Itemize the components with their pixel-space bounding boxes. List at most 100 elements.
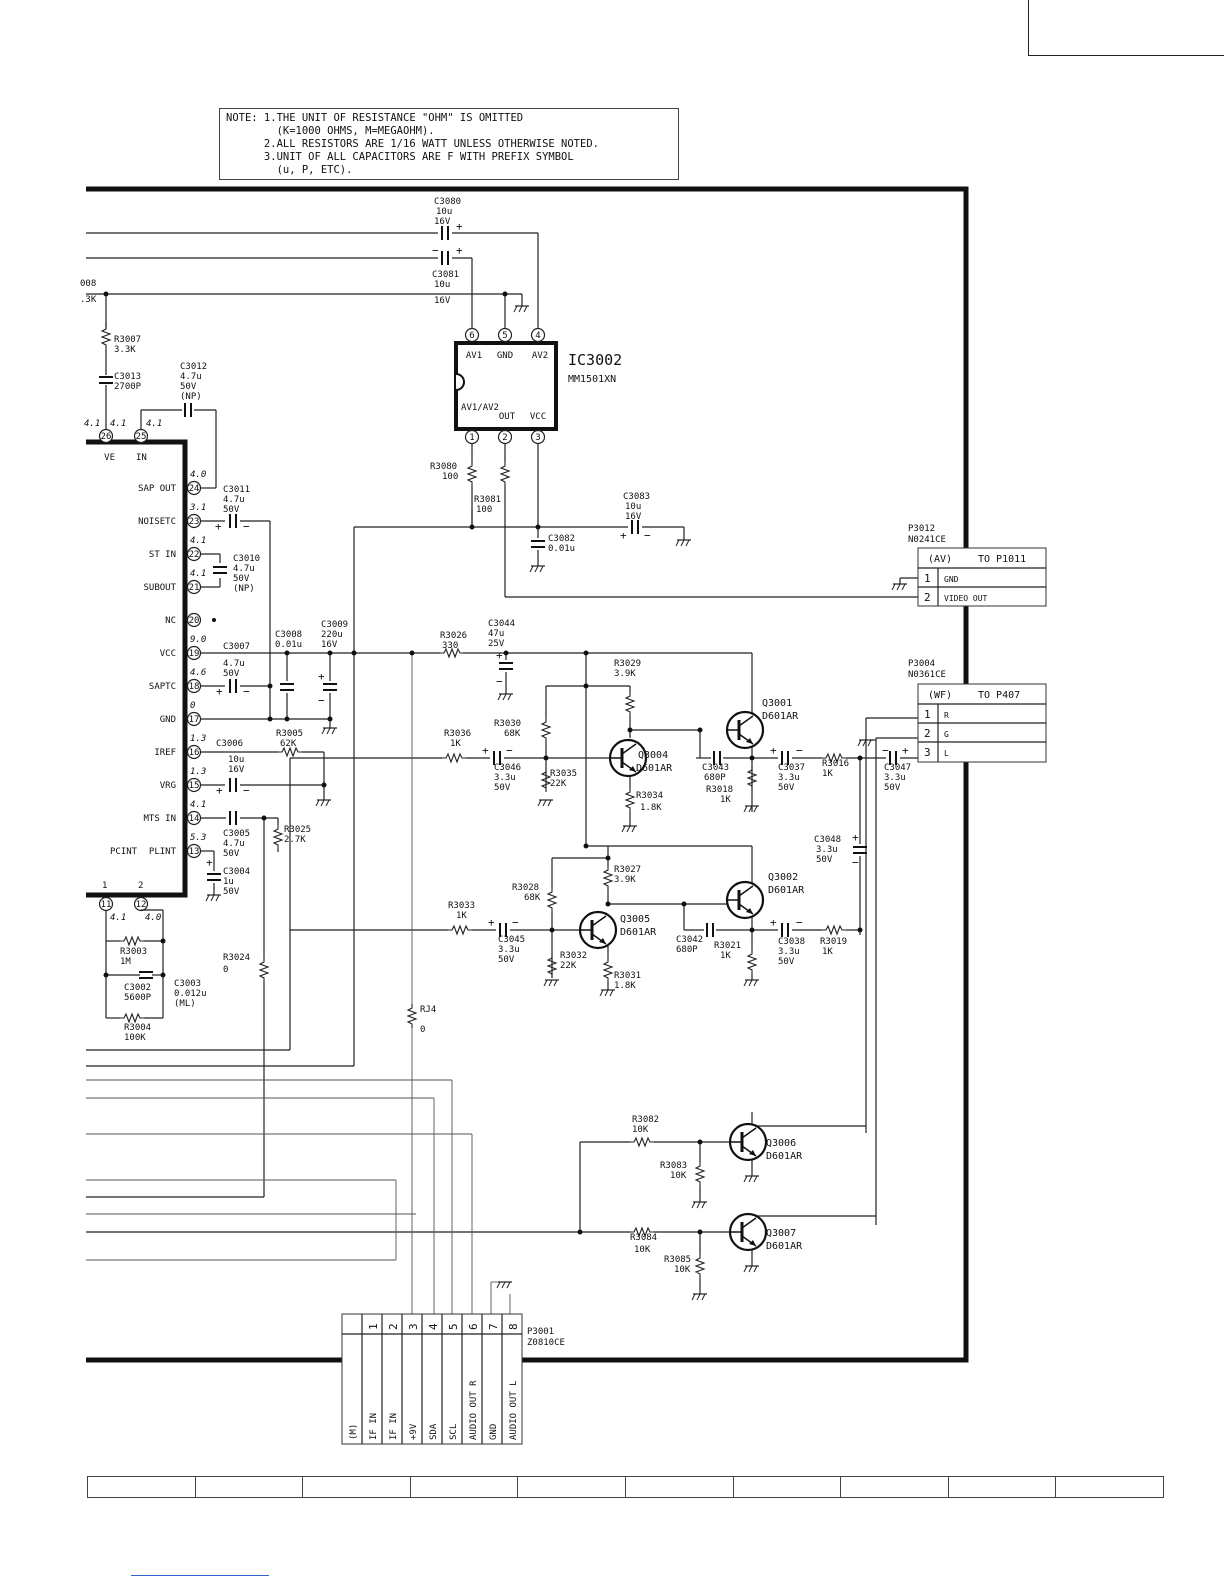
volt-18: 4.6 — [190, 668, 206, 678]
pin-num-12: 12 — [136, 900, 147, 910]
lbl-c3046-v: 50V — [494, 783, 511, 793]
schematic-note: NOTE: 1.THE UNIT OF RESISTANCE "OHM" IS … — [219, 108, 679, 180]
lbl-r3016-ref: R3016 — [822, 759, 849, 769]
lbl-r3016-val: 1K — [822, 769, 833, 779]
lbl-r3080-ref: R3080 — [430, 462, 457, 472]
svg-text:−: − — [318, 694, 325, 707]
svg-text:+: + — [456, 220, 463, 233]
note-line-1: NOTE: 1.THE UNIT OF RESISTANCE "OHM" IS … — [226, 112, 524, 124]
svg-text:+: + — [215, 520, 222, 533]
lbl-c3042-val: 680P — [676, 945, 698, 955]
lbl-q3001-val: D601AR — [762, 711, 799, 722]
lbl-c3010-ref: C3010 — [233, 554, 260, 564]
lbl-r3005-val: 62K — [280, 739, 297, 749]
lbl-r3081-ref: R3081 — [474, 495, 501, 505]
lbl-r3026-val: 330 — [442, 641, 458, 651]
lbl-c3006-ref: C3006 — [216, 739, 243, 749]
p3004-row3-name: L — [944, 749, 949, 758]
volt-24: 4.0 — [190, 470, 206, 480]
lbl-c3038-ref: C3038 — [778, 937, 805, 947]
lbl-rj4-val: 0 — [420, 1025, 425, 1035]
p3012-ref: P3012 — [908, 524, 935, 534]
volt-17: 0 — [190, 701, 195, 711]
lbl-c3047-v: 50V — [884, 783, 901, 793]
junction-dots — [103, 291, 863, 1235]
polarity-marks: +−+ +− +− +− + +− +− +− +− −+ +− +− +− +… — [206, 220, 909, 929]
lbl-c3038-val: 3.3u — [778, 947, 800, 957]
svg-text:−: − — [506, 744, 513, 757]
lbl-q3004-val: D601AR — [636, 763, 673, 774]
lbl-c3044-val: 47u — [488, 629, 504, 639]
lbl-c3037-v: 50V — [778, 783, 795, 793]
partial-label-2: .3K — [80, 295, 97, 305]
svg-text:+: + — [216, 685, 223, 698]
lbl-c3047-val: 3.3u — [884, 773, 906, 783]
p3001-pin2-num: 2 — [387, 1323, 400, 1330]
lbl-c3080-val: 10u — [436, 207, 452, 217]
lbl-r3003-ref: R3003 — [120, 947, 147, 957]
lbl-c3045-val: 3.3u — [498, 945, 520, 955]
lbl-r3028-val: 68K — [524, 893, 541, 903]
p3012-row1-name: GND — [944, 575, 959, 584]
pcint-label: PCINT — [110, 847, 138, 857]
p3001-pin2-name: IF IN — [389, 1413, 399, 1440]
p3004-row2-name: G — [944, 730, 949, 739]
pin-num-23: 23 — [189, 517, 200, 527]
lbl-c3007-val: 4.7u — [223, 659, 245, 669]
lbl-r3021-ref: R3021 — [714, 941, 741, 951]
lbl-c3083-val: 10u — [625, 502, 641, 512]
ic3002-label-out: OUT — [499, 412, 516, 422]
grid-cell — [732, 1476, 842, 1498]
lbl-c3011-v: 50V — [223, 505, 240, 515]
pin-num-25: 25 — [136, 432, 147, 442]
volt-19: 9.0 — [190, 635, 206, 645]
pin-label-sap-out: SAP OUT — [138, 484, 177, 494]
lbl-r3033-val: 1K — [456, 911, 467, 921]
grid-cell — [624, 1476, 734, 1498]
partial-label-1: 008 — [80, 279, 96, 289]
lbl-c3007-v: 50V — [223, 669, 240, 679]
lbl-c3010-v: 50V — [233, 574, 250, 584]
svg-text:−: − — [512, 916, 519, 929]
lbl-r3019-ref: R3019 — [820, 937, 847, 947]
main-ic-body — [86, 439, 188, 898]
lbl-c3037-val: 3.3u — [778, 773, 800, 783]
lbl-c3011-val: 4.7u — [223, 495, 245, 505]
lbl-r3018-ref: R3018 — [706, 785, 733, 795]
grid-cell — [1055, 1476, 1164, 1498]
wires-top — [86, 232, 586, 1198]
lbl-c3080-v: 16V — [434, 217, 451, 227]
svg-text:−: − — [852, 856, 859, 869]
lbl-r3025-ref: R3025 — [284, 825, 311, 835]
svg-text:+: + — [852, 831, 859, 844]
lbl-c3043-val: 680P — [704, 773, 726, 783]
grid-cell — [194, 1476, 304, 1498]
p3001-pin7-num: 7 — [487, 1323, 500, 1330]
p3004-to: TO P407 — [978, 690, 1020, 701]
lbl-r3005-ref: R3005 — [276, 729, 303, 739]
lbl-c3010-np: (NP) — [233, 584, 255, 594]
lbl-c3083-v: 16V — [625, 512, 642, 522]
pin-label-st-in: ST IN — [149, 550, 176, 560]
pin-label-vcc: VCC — [160, 649, 176, 659]
lbl-r3082-ref: R3082 — [632, 1115, 659, 1125]
footer-link-underline[interactable] — [131, 1575, 269, 1576]
page-corner-box — [1028, 0, 1224, 56]
p3001-pin4-name: SDA — [429, 1423, 439, 1440]
volt-16: 1.3 — [190, 734, 206, 744]
lbl-c3005-val: 4.7u — [223, 839, 245, 849]
bottom-grid — [87, 1476, 1164, 1498]
lbl-c3004-ref: C3004 — [223, 867, 250, 877]
connector-p3004: P3004 N0361CE (WF) TO P407 1 R 2 G 3 L — [908, 659, 1047, 763]
lbl-r3084-ref: R3084 — [630, 1233, 657, 1243]
lbl-r3029-val: 3.9K — [614, 669, 636, 679]
lbl-r3032-val: 22K — [560, 961, 577, 971]
lbl-q3006-ref: Q3006 — [766, 1138, 796, 1149]
lbl-c3002-val: 5600P — [124, 993, 152, 1003]
lbl-q3002-ref: Q3002 — [768, 872, 798, 883]
svg-text:+: + — [482, 744, 489, 757]
pin-label-vrg: VRG — [160, 781, 176, 791]
svg-text:+: + — [770, 916, 777, 929]
lbl-r3031-ref: R3031 — [614, 971, 641, 981]
pin-label-iref: IREF — [154, 748, 176, 758]
